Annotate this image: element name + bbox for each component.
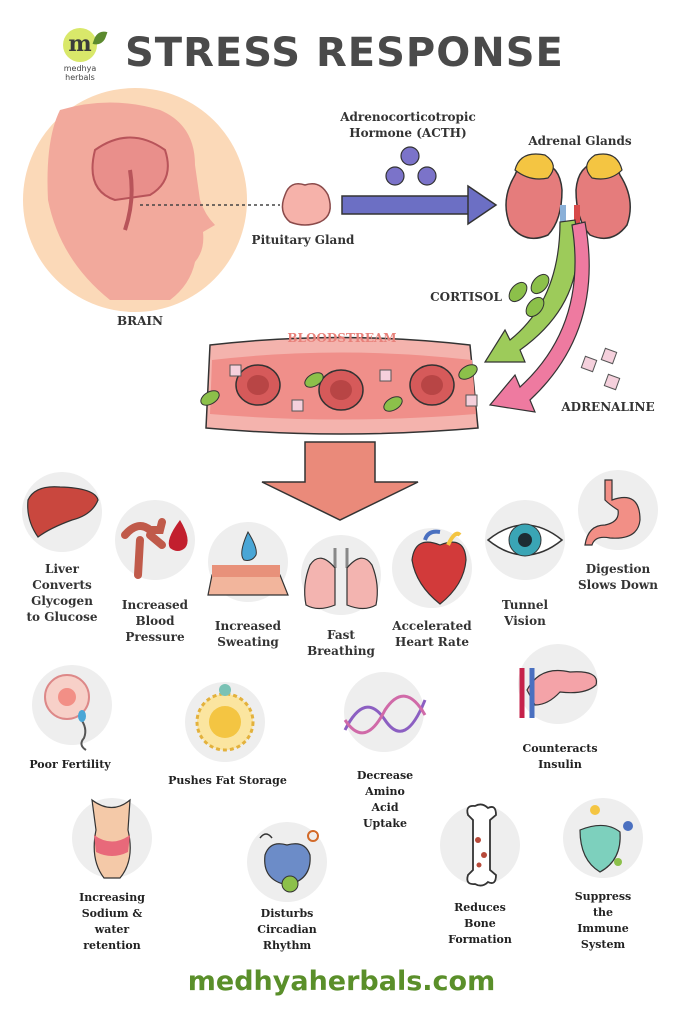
acth-label-line1: Adrenocorticotropic: [339, 110, 476, 124]
body-icon: [91, 798, 131, 879]
liver-icon: [27, 486, 99, 538]
adrenal-label: Adrenal Glands: [527, 134, 632, 148]
website-footer[interactable]: medhyaherbals.com: [187, 966, 496, 997]
dna-icon: [343, 694, 427, 735]
page-title: STRESS RESPONSE: [125, 30, 564, 76]
adrenaline-arrow: [488, 221, 621, 413]
circadian-icon: [259, 830, 319, 893]
lungs-icon: [304, 548, 378, 610]
down-arrow: [261, 441, 419, 521]
sperm-egg-icon: [44, 674, 90, 751]
logo-text-line1: medhya: [63, 64, 97, 73]
pancreas-icon: [519, 668, 598, 718]
stomach-icon: [584, 479, 641, 546]
artery-icon: [121, 518, 188, 579]
sweat-drop-icon: [207, 530, 289, 596]
brain-illustration: [23, 88, 280, 312]
bloodstream-label: BLOODSTREAM: [287, 331, 396, 345]
effect-label-fertility: Poor Fertility: [29, 758, 111, 771]
heart-icon: [411, 529, 467, 605]
logo-mark: m: [63, 28, 108, 62]
pituitary-label: Pituitary Gland: [252, 233, 356, 247]
logo-text-line2: herbals: [65, 73, 95, 82]
logo-text: medhya herbals: [52, 64, 108, 82]
bone-icon: [466, 803, 497, 887]
fat-cell-icon: [195, 684, 255, 752]
effect-label-fat-storage: Pushes Fat Storage: [168, 774, 287, 787]
eye-icon: [486, 523, 564, 557]
shield-icon: [579, 805, 633, 873]
brand-logo: m medhya herbals: [52, 28, 108, 82]
bloodstream-vessel: [200, 336, 479, 435]
adrenaline-label: ADRENALINE: [560, 400, 654, 414]
pituitary-gland-icon: [281, 183, 331, 226]
cortisol-label: CORTISOL: [430, 290, 502, 304]
acth-label-line2: Hormone (ACTH): [349, 126, 466, 140]
logo-letter: m: [68, 31, 92, 57]
brain-label: BRAIN: [117, 314, 163, 328]
acth-arrow: [341, 146, 498, 226]
